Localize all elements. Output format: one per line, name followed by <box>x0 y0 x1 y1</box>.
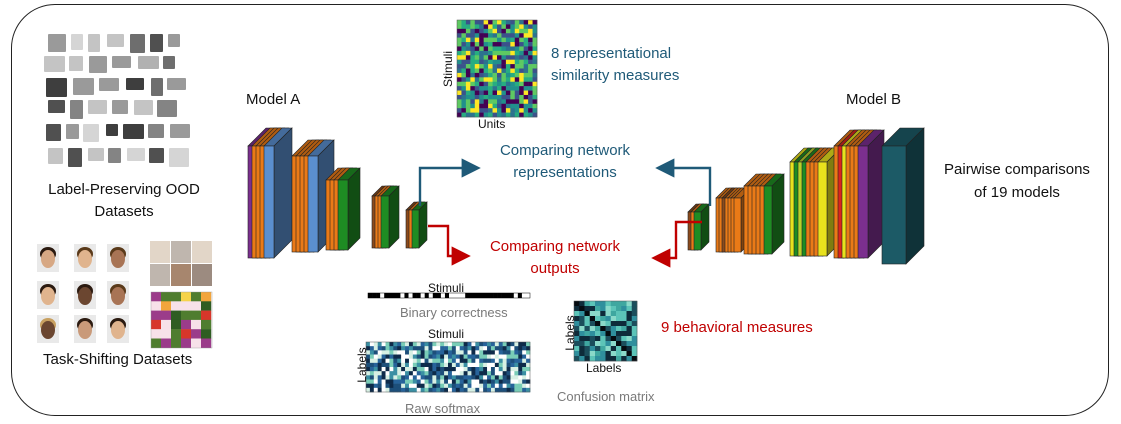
ood-thumbnail <box>44 56 65 72</box>
texture-thumbnail <box>150 241 170 263</box>
cm-y-label: Labels <box>563 315 577 351</box>
ood-thumbnail <box>48 148 63 164</box>
out-label-line1: Comparing network <box>489 238 621 255</box>
model-a-label: Model A <box>246 91 301 108</box>
rsm-label-line2: similarity measures <box>551 67 680 84</box>
binary-strip <box>367 292 531 299</box>
out-label-line2: outputs <box>530 260 580 277</box>
layer-slab <box>263 145 275 259</box>
rep-label-line1: Comparing network <box>499 142 631 159</box>
binary-caption: Binary correctness <box>400 305 508 320</box>
binary-stimuli-label: Stimuli <box>428 281 465 295</box>
model-a-network <box>247 127 428 259</box>
layer-slab <box>307 155 319 253</box>
ood-thumbnail <box>167 78 186 90</box>
ood-thumbnail <box>168 34 180 47</box>
ood-thumbnail <box>68 148 82 167</box>
ood-thumbnail <box>46 124 61 141</box>
pairwise-label-line2: of 19 models <box>974 184 1060 201</box>
ood-thumbnail <box>99 78 119 91</box>
ood-thumbnail <box>127 148 145 161</box>
rsm-y-axis-label: Stimuli <box>441 51 455 88</box>
texture-thumbnail <box>150 264 170 286</box>
ood-thumbnail <box>157 100 177 117</box>
layer-slab <box>881 145 907 265</box>
rep-label-line2: representations <box>513 164 617 181</box>
binary-correctness-bar <box>367 292 531 299</box>
ood-thumbnail <box>83 124 99 142</box>
ood-thumbnail <box>170 124 190 138</box>
ood-thumbnail <box>70 100 83 119</box>
ood-thumbnail <box>89 56 107 73</box>
ood-label-line1: Label-Preserving OOD <box>48 181 200 198</box>
ood-thumbnail <box>88 100 107 114</box>
rsm-x-axis-label: Units <box>478 117 506 131</box>
ood-thumbnail <box>48 100 65 113</box>
softmax-labels-label: Labels <box>355 347 369 383</box>
ood-thumbnail <box>134 100 153 115</box>
ood-thumbnail <box>130 34 145 53</box>
ood-thumbnail <box>69 56 83 71</box>
pairwise-label-line1: Pairwise comparisons <box>944 161 1090 178</box>
rsm-label-line1: 8 representational <box>551 45 672 62</box>
layer-slab <box>817 161 828 257</box>
ood-thumbnail <box>107 34 124 47</box>
flower-thumbnail <box>150 291 213 349</box>
texture-thumbnail <box>192 241 212 263</box>
layer-slab <box>380 195 390 249</box>
layer-slab <box>337 179 349 251</box>
ood-thumbnail <box>66 124 79 139</box>
confusion-matrix <box>573 300 638 362</box>
layer-slab <box>857 145 869 259</box>
cm-x-label: Labels <box>586 361 622 375</box>
behavioral-label: 9 behavioral measures <box>661 319 813 336</box>
rep-arrow-right <box>655 158 712 206</box>
texture-thumbnail <box>171 264 191 286</box>
rsm-matrix <box>456 19 538 118</box>
layer-slab <box>763 185 773 255</box>
rsm-heatmap <box>456 19 538 118</box>
softmax-heatmap <box>365 341 531 393</box>
ood-thumbnail <box>71 34 83 50</box>
model-b-label: Model B <box>846 91 902 108</box>
ood-thumbnail <box>73 78 94 95</box>
ood-thumbnail <box>151 78 163 96</box>
model-b-network <box>687 127 925 265</box>
ood-thumbnail <box>46 78 67 97</box>
ood-label-line2: Datasets <box>94 203 154 220</box>
layer-slab <box>411 209 420 249</box>
ood-thumbnail <box>150 34 163 52</box>
ood-thumbnail <box>112 100 128 114</box>
texture-thumbnail <box>171 241 191 263</box>
rep-arrow-left <box>418 158 481 206</box>
ood-thumbnail <box>123 124 144 139</box>
task-shift-label: Task-Shifting Datasets <box>43 351 193 368</box>
texture-thumbnail <box>192 264 212 286</box>
rounded-frame <box>11 4 1109 416</box>
ood-thumbnail <box>112 56 131 68</box>
ood-thumbnail <box>106 124 118 136</box>
layer-slab <box>693 211 702 251</box>
ood-thumbnail <box>169 148 189 167</box>
out-arrow-left <box>428 224 471 266</box>
ood-thumbnail <box>48 34 66 52</box>
ood-thumbnail <box>138 56 159 69</box>
confusion-matrix-heatmap <box>573 300 638 362</box>
ood-thumbnail <box>88 148 104 161</box>
softmax-caption: Raw softmax <box>405 401 481 416</box>
ood-thumbnail <box>88 34 100 52</box>
softmax-matrix <box>365 341 531 393</box>
ood-thumbnail <box>149 148 164 163</box>
cm-caption: Confusion matrix <box>557 389 655 404</box>
ood-thumbnail <box>148 124 164 138</box>
ood-thumbnail <box>108 148 121 163</box>
out-arrow-right <box>651 220 702 268</box>
softmax-stimuli-label: Stimuli <box>428 327 465 341</box>
ood-thumbnail <box>126 78 144 90</box>
layer-slab <box>733 197 742 253</box>
ood-thumbnail <box>163 56 175 69</box>
